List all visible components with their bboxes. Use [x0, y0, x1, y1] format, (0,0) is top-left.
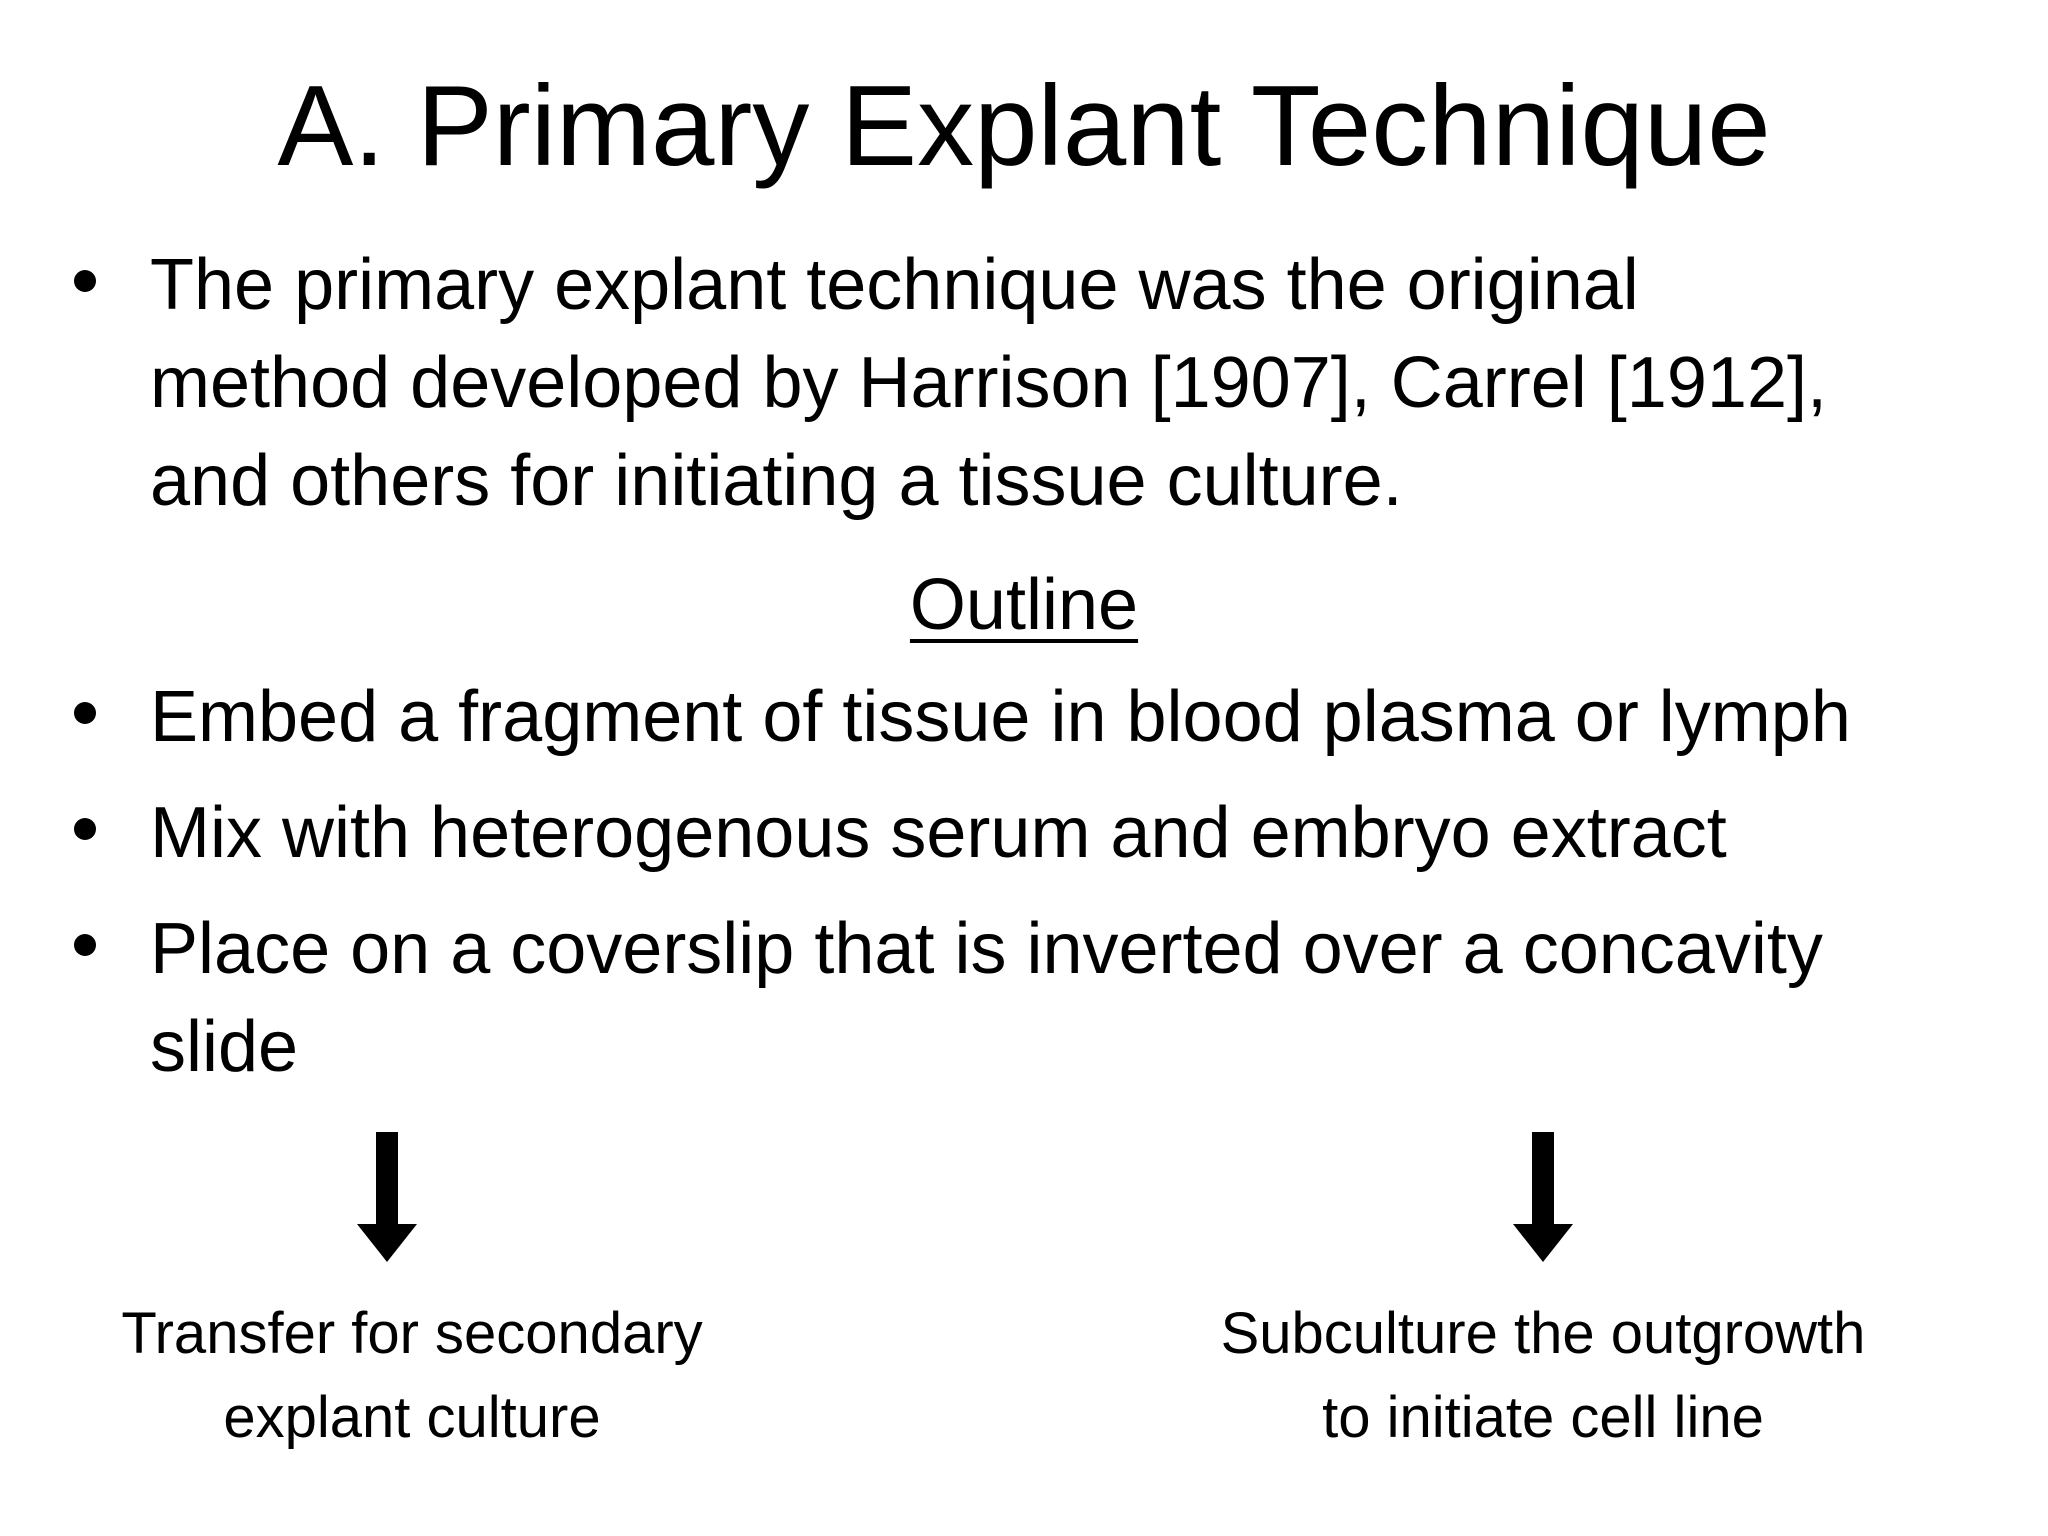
outline-bullet-1-line-1: Embed a fragment of tissue in blood plas… [150, 677, 1851, 757]
outline-heading: Outline [0, 556, 2048, 654]
intro-bullet-line-2: method developed by Harrison [1907], Car… [150, 343, 1827, 423]
outline-bullet-3-line-2: slide [150, 1007, 299, 1087]
down-arrow-icon [357, 1132, 417, 1262]
outline-bullet-2-line-1: Mix with heterogenous serum and embryo e… [150, 793, 1727, 873]
bullet-dot [74, 270, 96, 292]
bullet-dot [74, 934, 96, 956]
slide-title: A. Primary Explant Technique [277, 63, 1771, 190]
outline-heading-label: Outline [909, 565, 1139, 645]
subculture-caption-line-1: Subculture the outgrowth [1220, 1301, 1866, 1366]
outline-bullet-1: Embed a fragment of tissue in blood plas… [150, 668, 1851, 766]
intro-bullet-line-3: and others for initiating a tissue cultu… [150, 441, 1403, 521]
outline-bullet-3: Place on a coverslip that is inverted ov… [150, 900, 1823, 1096]
subculture-caption-line-2: to initiate cell line [1322, 1385, 1764, 1450]
down-arrow-icon [1513, 1132, 1573, 1262]
intro-bullet-line-1: The primary explant technique was the or… [150, 245, 1639, 325]
secondary-explant-caption-line-2: explant culture [223, 1385, 601, 1450]
intro-bullet-text: The primary explant technique was the or… [150, 236, 1827, 530]
secondary-explant-caption: Transfer for secondary explant culture [42, 1292, 782, 1460]
outline-bullet-3-line-1: Place on a coverslip that is inverted ov… [150, 909, 1823, 989]
bullet-dot [74, 818, 96, 840]
subculture-caption: Subculture the outgrowth to initiate cel… [1173, 1292, 1913, 1460]
bullet-dot [74, 702, 96, 724]
secondary-explant-caption-line-1: Transfer for secondary [121, 1301, 703, 1366]
outline-bullet-2: Mix with heterogenous serum and embryo e… [150, 784, 1727, 882]
